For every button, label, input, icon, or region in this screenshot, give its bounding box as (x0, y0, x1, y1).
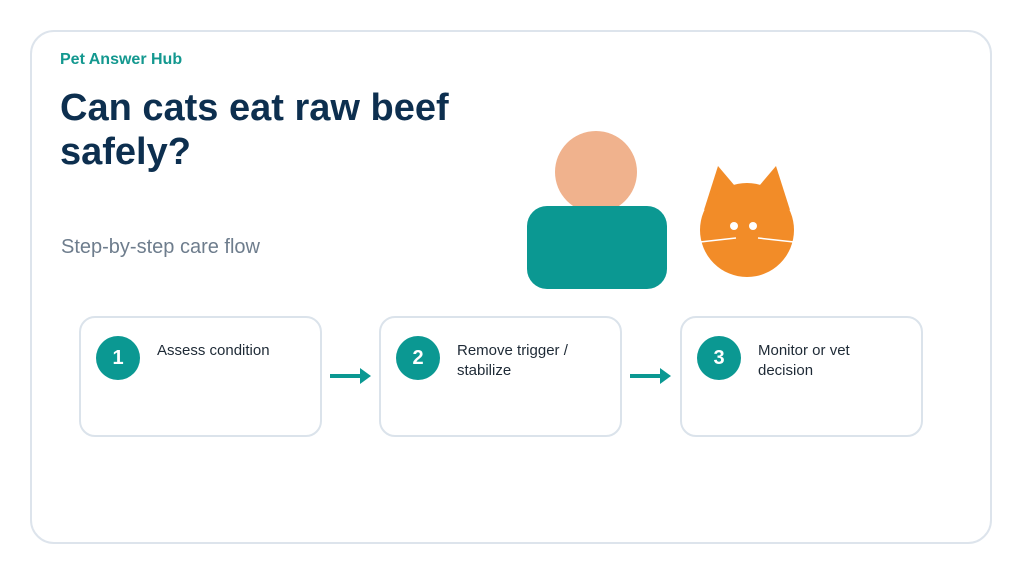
cat-left-eye (730, 222, 738, 230)
cat-whisker-left (699, 237, 737, 243)
cat-head (700, 183, 794, 277)
step-card-2: 2 Remove trigger / stabilize (379, 316, 622, 437)
cat-right-eye (749, 222, 757, 230)
page-subtitle: Step-by-step care flow (61, 236, 260, 258)
arrow-right-icon (330, 368, 371, 384)
content-card (30, 30, 992, 544)
step-card-3: 3 Monitor or vet decision (680, 316, 923, 437)
step-label: Assess condition (157, 342, 270, 359)
page-title: Can cats eat raw beef safely? (60, 87, 449, 173)
step-label: Remove trigger / stabilize (457, 342, 568, 379)
step-number-badge: 2 (396, 336, 440, 380)
arrow-right-icon (630, 368, 671, 384)
person-head (555, 131, 637, 213)
step-number-badge: 3 (697, 336, 741, 380)
person-body (527, 206, 667, 289)
step-number-badge: 1 (96, 336, 140, 380)
cat-face-icon (699, 166, 795, 277)
step-card-1: 1 Assess condition (79, 316, 322, 437)
cat-whisker-right (757, 237, 795, 243)
brand-label: Pet Answer Hub (60, 51, 183, 68)
step-label: Monitor or vet decision (758, 342, 850, 379)
